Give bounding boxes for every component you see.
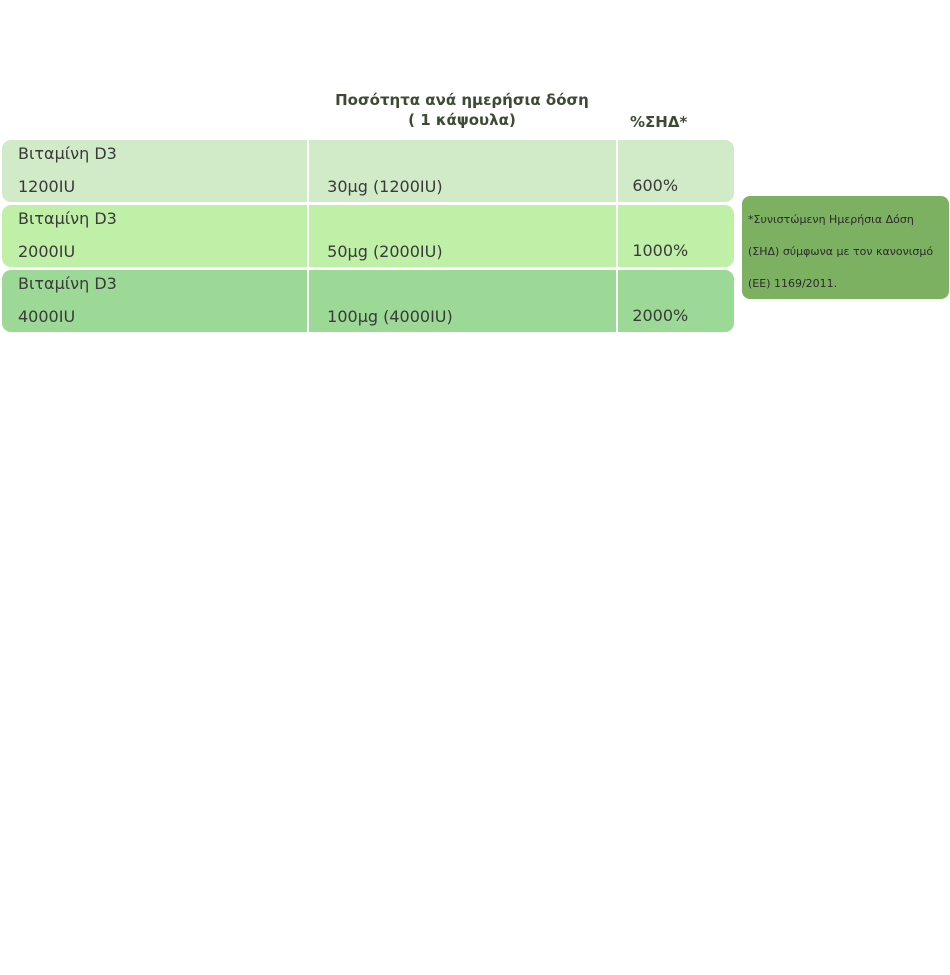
dose-value: 100μg (4000IU) xyxy=(327,307,453,326)
rda-footnote-text: *Συνιστώμενη Ημερήσια Δόση (ΣΗΔ) σύμφωνα… xyxy=(748,213,934,290)
rda-value: 1000% xyxy=(632,241,689,260)
table-row: Βιταμίνη D3 2000IU 50μg (2000IU) 1000% xyxy=(2,205,734,267)
header-rda: %ΣΗΔ* xyxy=(630,113,688,131)
header-dose-line2: ( 1 κάψουλα) xyxy=(408,111,516,129)
product-name: Βιταμίνη D3 xyxy=(18,209,117,228)
product-strength: 1200IU xyxy=(18,177,76,196)
cell-product: Βιταμίνη D3 4000IU xyxy=(2,270,308,332)
product-name: Βιταμίνη D3 xyxy=(18,274,117,293)
dose-value: 50μg (2000IU) xyxy=(327,242,443,261)
product-strength: 2000IU xyxy=(18,242,76,261)
cell-rda: 600% xyxy=(618,140,734,202)
vitamin-d3-table: Ποσότητα ανά ημερήσια δόση ( 1 κάψουλα) … xyxy=(2,88,734,335)
cell-dose: 100μg (4000IU) xyxy=(309,270,617,332)
rda-value: 600% xyxy=(632,176,679,195)
dose-value: 30μg (1200IU) xyxy=(327,177,443,196)
rda-footnote: *Συνιστώμενη Ημερήσια Δόση (ΣΗΔ) σύμφωνα… xyxy=(742,196,949,299)
cell-dose: 50μg (2000IU) xyxy=(309,205,617,267)
header-dose: Ποσότητα ανά ημερήσια δόση ( 1 κάψουλα) xyxy=(308,90,616,140)
table-header-row: Ποσότητα ανά ημερήσια δόση ( 1 κάψουλα) … xyxy=(2,88,734,140)
cell-product: Βιταμίνη D3 1200IU xyxy=(2,140,308,202)
cell-rda: 1000% xyxy=(618,205,734,267)
product-strength: 4000IU xyxy=(18,307,76,326)
cell-rda: 2000% xyxy=(618,270,734,332)
header-name xyxy=(2,132,308,140)
rda-value: 2000% xyxy=(632,306,689,325)
cell-dose: 30μg (1200IU) xyxy=(309,140,617,202)
table-row: Βιταμίνη D3 1200IU 30μg (1200IU) 600% xyxy=(2,140,734,202)
cell-product: Βιταμίνη D3 2000IU xyxy=(2,205,308,267)
header-dose-line1: Ποσότητα ανά ημερήσια δόση xyxy=(335,91,589,109)
table-row: Βιταμίνη D3 4000IU 100μg (4000IU) 2000% xyxy=(2,270,734,332)
product-name: Βιταμίνη D3 xyxy=(18,144,117,163)
